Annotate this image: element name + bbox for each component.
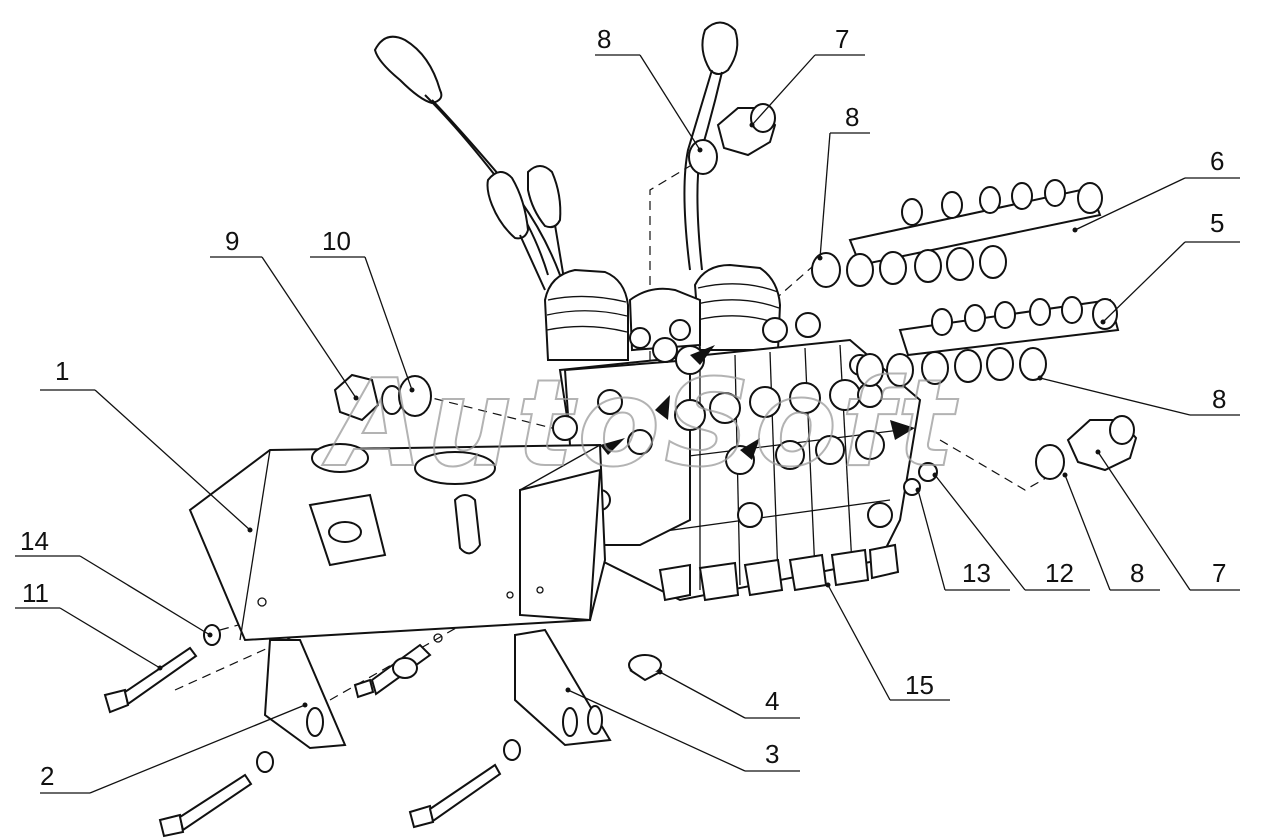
mounting-bracket-1 [188, 443, 607, 643]
callout-leader-dot [697, 147, 703, 153]
callout-c5: 5 [1100, 208, 1240, 325]
callout-leader-dot [409, 387, 415, 393]
callout-leader-dot [1062, 472, 1068, 478]
callout-leader-line [79, 555, 211, 636]
callout-c15: 15 [825, 582, 950, 701]
callout-number: 13 [962, 558, 991, 588]
callout-leader-dot [817, 255, 823, 261]
callout-leader-line [827, 584, 891, 701]
callout-leader-dot [1095, 449, 1101, 455]
callout-number: 15 [905, 670, 934, 700]
callout-c8c: 8 [1037, 375, 1240, 416]
callout-number: 8 [845, 102, 859, 132]
fitting-row-6-nuts [901, 179, 1103, 226]
callout-leader-line [59, 607, 161, 669]
callout-leader-line [819, 132, 831, 259]
callout-leader-line [659, 671, 746, 719]
flow-arrows [600, 345, 915, 460]
fitting-row-5-nuts [931, 296, 1118, 336]
callout-number: 8 [1212, 384, 1226, 414]
fittings-and-seals [688, 103, 1138, 480]
callout-leader-line [89, 704, 306, 794]
callout-number: 12 [1045, 558, 1074, 588]
callout-number: 7 [835, 24, 849, 54]
support-legs [263, 628, 612, 750]
callout-leader-dot [749, 122, 755, 128]
callout-c2: 2 [40, 702, 308, 794]
callout-leader-line [261, 256, 357, 399]
control-levers [373, 21, 739, 291]
callout-number: 1 [55, 356, 69, 386]
callout-leader-dot [247, 527, 253, 533]
callout-number: 3 [765, 739, 779, 769]
callout-c13: 13 [915, 487, 1010, 591]
callout-leader-dot [207, 632, 213, 638]
callout-number: 6 [1210, 146, 1224, 176]
callout-c4: 4 [657, 669, 800, 719]
callout-c10: 10 [310, 226, 415, 393]
callout-leader-dot [657, 669, 663, 675]
callout-number: 4 [765, 686, 779, 716]
callout-leader-line [1039, 377, 1191, 416]
callout-c6: 6 [1072, 146, 1240, 233]
callout-leader-dot [1100, 319, 1106, 325]
callout-leader-dot [302, 702, 308, 708]
watermark: AutoSoft [322, 355, 959, 494]
callout-c8a: 8 [595, 24, 703, 153]
callout-c3: 3 [565, 687, 800, 772]
callout-leader-line [1074, 177, 1186, 231]
callout-leader-dot [915, 487, 921, 493]
callout-c11: 11 [15, 578, 163, 671]
seal-rings-row-6 [846, 245, 1007, 287]
callout-leader-dot [932, 472, 938, 478]
callout-number: 8 [597, 24, 611, 54]
callout-leader-dot [1037, 375, 1043, 381]
callout-leader-line [1102, 241, 1186, 323]
callout-number: 9 [225, 226, 239, 256]
callout-leader-line [751, 54, 816, 126]
callout-c7a: 7 [749, 24, 865, 128]
callout-number: 14 [20, 526, 49, 556]
callout-c8d: 8 [1062, 472, 1160, 591]
callout-number: 11 [22, 578, 49, 608]
callout-number: 8 [1130, 558, 1144, 588]
callout-leader-line [1064, 474, 1111, 591]
callout-c14: 14 [15, 526, 213, 638]
callout-leader-line [364, 256, 413, 391]
callout-c1: 1 [40, 356, 253, 533]
callout-leader-line [917, 489, 946, 591]
callout-number: 10 [322, 226, 351, 256]
callout-leader-dot [353, 395, 359, 401]
callout-leader-line [94, 389, 251, 531]
callout-c9: 9 [210, 226, 359, 401]
callout-leader-line [639, 54, 701, 151]
callout-leader-dot [1072, 227, 1078, 233]
valve-ports [552, 312, 893, 528]
callout-leader-line [934, 474, 1026, 591]
callout-number: 5 [1210, 208, 1224, 238]
callout-leader-line [1097, 451, 1191, 591]
callout-leader-dot [157, 665, 163, 671]
seal-rings-row-5 [856, 347, 1047, 387]
callout-leader-line [567, 689, 746, 772]
callout-c12: 12 [932, 472, 1090, 591]
callout-leader-dot [565, 687, 571, 693]
callout-c7b: 7 [1095, 449, 1240, 591]
callout-c8b: 8 [817, 102, 870, 261]
callout-leader-dot [825, 582, 831, 588]
callout-number: 7 [1212, 558, 1226, 588]
callout-number: 2 [40, 761, 54, 791]
